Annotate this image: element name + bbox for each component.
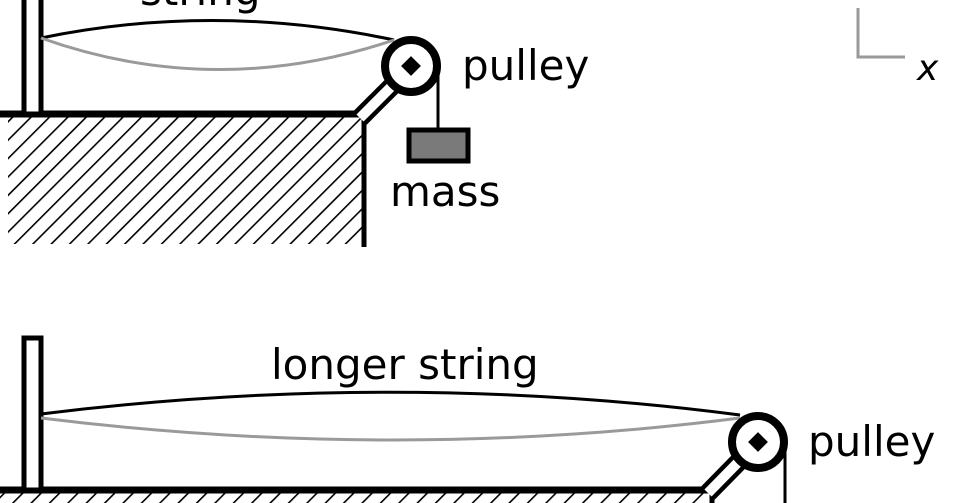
top-string-displaced (40, 36, 395, 71)
top-mass-label: mass (390, 167, 500, 216)
top-pulley-label: pulley (462, 41, 589, 90)
bottom-pulley-label: pulley (808, 417, 935, 466)
top-table-block (8, 114, 364, 244)
axis-indicator: x (856, 8, 939, 89)
bottom-pulley-axle (748, 432, 768, 452)
top-setup: string pulley mass (0, 0, 589, 247)
top-pulley-axle (401, 56, 421, 76)
bottom-setup: longer string pulley (0, 335, 935, 503)
top-post (21, 0, 44, 117)
bottom-string-label: longer string (271, 340, 539, 389)
x-axis-label: x (916, 48, 939, 89)
top-mass-block (406, 127, 471, 164)
axis-lines (856, 8, 905, 59)
bottom-post (21, 335, 44, 493)
top-string (40, 18, 395, 42)
top-string-label: string (140, 0, 261, 15)
bottom-string (40, 390, 741, 417)
bottom-string-displaced (40, 416, 741, 442)
